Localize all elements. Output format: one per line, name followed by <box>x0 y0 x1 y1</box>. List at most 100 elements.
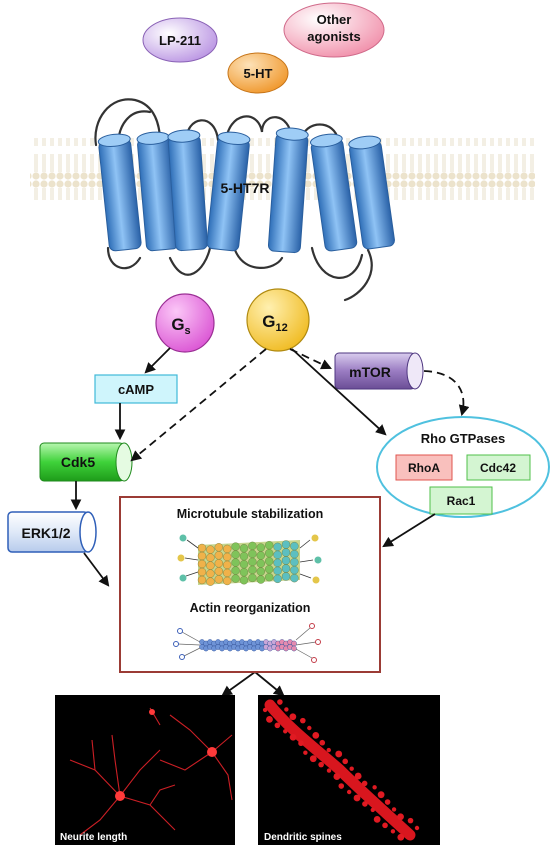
tubulin-subunit <box>281 540 291 549</box>
dendritic-spine <box>382 822 388 829</box>
tubulin-subunit <box>222 576 232 586</box>
tubulin-subunit <box>214 543 224 552</box>
tubulin-subunit <box>248 549 257 559</box>
dendritic-spine <box>397 813 404 821</box>
tubulin-subunit <box>231 558 240 567</box>
actin-illustration <box>173 623 321 663</box>
tubulin-subunit <box>273 574 282 584</box>
dendritic-spine <box>289 733 297 741</box>
receptor-label: 5-HT7R <box>220 180 269 196</box>
tubulin-subunit <box>197 551 207 561</box>
dendritic-spine <box>309 755 317 763</box>
tubulin-subunit <box>231 542 240 551</box>
tubulin-subunit <box>231 566 240 575</box>
tubulin-subunit <box>222 544 232 554</box>
tubulin-subunit <box>222 568 232 578</box>
tubulin-subunit <box>222 560 232 570</box>
actin-label: Actin reorganization <box>190 601 311 615</box>
erk-cylinder: ERK1/2 <box>7 511 97 553</box>
tubulin-subunit <box>239 552 249 561</box>
tubulin-subunit <box>239 544 249 553</box>
tubulin-subunit <box>231 574 240 583</box>
svg-text:Cdk5: Cdk5 <box>61 454 95 470</box>
tubulin-subunit <box>197 559 207 569</box>
dendritic-spine <box>370 807 375 813</box>
dendritic-spine <box>303 750 308 755</box>
cytoskeleton-box: Microtubule stabilization Actin reorgani… <box>119 496 381 673</box>
tubulin-subunit <box>256 567 265 576</box>
mtor-cylinder: mTOR <box>334 352 424 390</box>
svg-text:G12: G12 <box>262 312 287 334</box>
actin-monomer <box>291 645 297 652</box>
dendritic-spine <box>262 707 268 713</box>
cdk5-cylinder: Cdk5 <box>39 442 133 482</box>
dendritic-spine <box>384 799 391 805</box>
svg-text:ERK1/2: ERK1/2 <box>21 525 70 541</box>
dendritic-spine <box>326 747 331 753</box>
dendritic-spine <box>300 717 306 724</box>
tubulin-subunit <box>231 550 240 559</box>
dendritic-spine <box>283 729 288 734</box>
dendritic-spines-image: Dendritic spines <box>258 695 440 845</box>
tubulin-subunit <box>239 568 249 577</box>
tubulin-subunit <box>239 576 249 585</box>
dendritic-spine <box>318 761 324 768</box>
dendritic-spine <box>326 768 332 773</box>
dendritic-spine <box>349 766 354 771</box>
tubulin-subunit <box>256 559 265 568</box>
tubulin-subunit <box>290 573 299 583</box>
tubulin-subunit <box>256 543 265 552</box>
dendritic-spine <box>307 725 312 731</box>
tubulin-subunit <box>248 541 257 551</box>
ligand-other-agonists: Other agonists <box>283 2 385 58</box>
tubulin-subunit <box>248 557 257 567</box>
tubulin-subunit <box>214 575 224 584</box>
dendritic-spine <box>361 780 368 787</box>
tubulin-subunit <box>214 559 224 568</box>
tubulin-subunit <box>197 567 207 577</box>
tubulin-subunit <box>273 542 282 552</box>
dendritic-spine <box>277 699 283 705</box>
dendritic-spine <box>266 715 273 723</box>
tubulin-subunit <box>248 565 257 575</box>
tubulin-subunit <box>265 573 274 582</box>
dendritic-spine <box>397 833 405 841</box>
g12-protein: G12 <box>246 288 310 352</box>
tubulin-subunit <box>265 557 274 566</box>
dendritic-spine <box>284 707 289 712</box>
signaling-arrows <box>70 347 470 697</box>
tubulin-subunit <box>265 541 274 550</box>
dendritic-spine <box>407 817 414 824</box>
dendritic-spine <box>414 825 420 831</box>
dendritic-spine <box>333 773 341 780</box>
dendritic-spine <box>289 713 297 721</box>
tubulin-subunit <box>273 550 282 560</box>
tubulin-subunit <box>248 573 257 583</box>
tubulin-subunit <box>239 560 249 569</box>
tubulin-subunit <box>265 565 274 574</box>
svg-text:mTOR: mTOR <box>349 364 391 380</box>
ligand-5ht: 5-HT <box>227 52 289 94</box>
cdc42-box: Cdc42 <box>466 454 531 481</box>
svg-text:Gs: Gs <box>171 315 190 337</box>
svg-text:Other: Other <box>317 12 352 27</box>
dendritic-spine <box>274 722 281 729</box>
tubulin-subunit <box>281 572 291 581</box>
svg-text:5-HT: 5-HT <box>244 66 273 81</box>
dendritic-spine <box>354 772 362 780</box>
dendritic-spine <box>391 807 397 812</box>
tubulin-subunit <box>265 549 274 558</box>
microtubule-label: Microtubule stabilization <box>177 507 324 521</box>
camp-box: cAMP <box>94 374 178 404</box>
tubulin-subunit <box>290 541 299 551</box>
tubulin-subunit <box>206 561 215 570</box>
dendritic-spine <box>362 801 368 807</box>
tubulin-subunit <box>273 558 282 568</box>
svg-text:LP-211: LP-211 <box>159 33 201 48</box>
microtubule-illustration <box>177 534 322 586</box>
svg-text:RhoA: RhoA <box>408 461 440 475</box>
dendritic-spine <box>390 829 396 834</box>
dendritic-spine <box>298 740 304 747</box>
svg-text:Rho GTPases: Rho GTPases <box>421 431 506 446</box>
